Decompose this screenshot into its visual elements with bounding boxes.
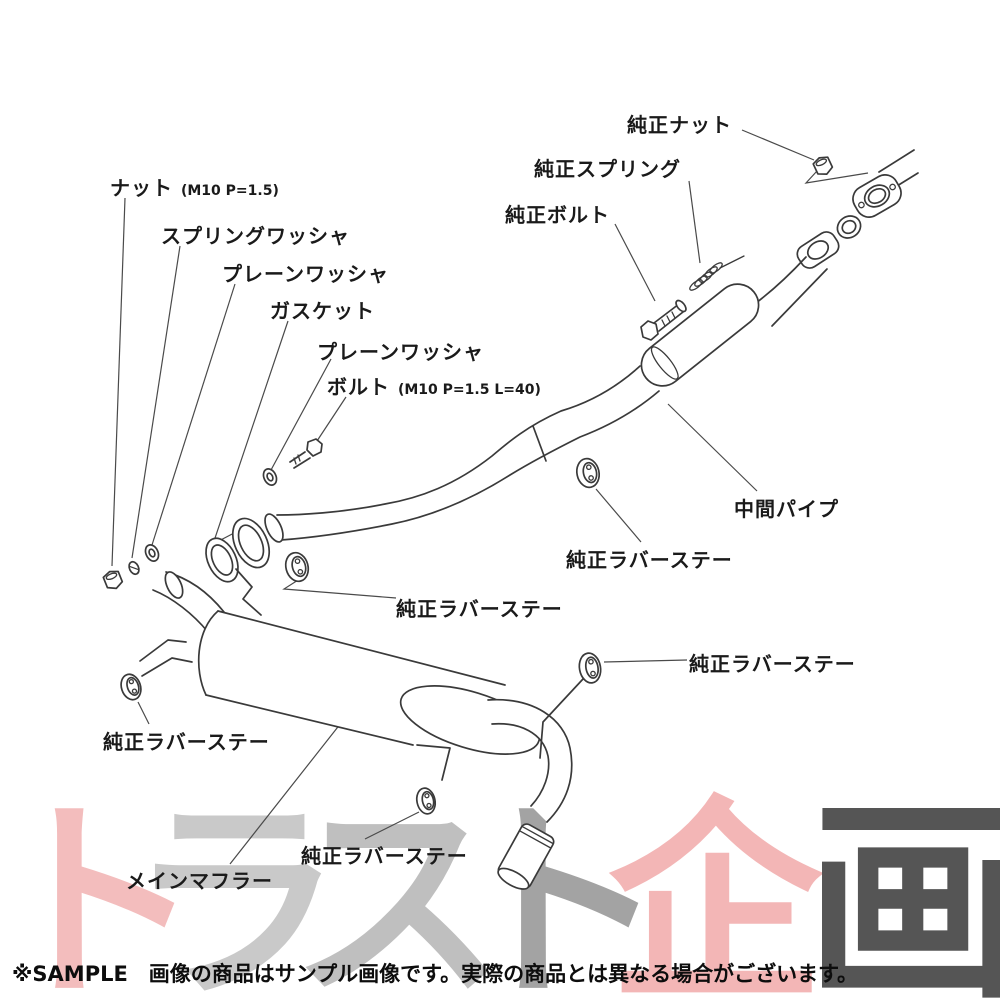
- muffler-end-cap: [399, 685, 541, 755]
- rubber-mount-rear: [578, 652, 602, 684]
- label-rubber-stay-mid: 純正ラバーステー: [566, 548, 733, 572]
- tail-hanger-rod: [539, 678, 584, 759]
- oem-spring-part: [689, 255, 745, 291]
- plain-washer-part-2: [262, 468, 278, 486]
- muffler-tip: [497, 823, 555, 890]
- front-pipe-flange: [852, 174, 902, 218]
- label-bolt-spec: (M10 P=1.5 L=40): [397, 382, 541, 398]
- center-pipe-run: [276, 365, 641, 516]
- inlet-stay-strap: [235, 568, 262, 616]
- nut-part: [102, 570, 124, 590]
- label-rubber-stay-front: 純正ラバーステー: [396, 597, 563, 621]
- label-rubber-stay-left: 純正ラバーステー: [103, 730, 270, 754]
- plain-washer-part: [144, 544, 160, 562]
- front-hanger-rod-2: [141, 657, 193, 677]
- label-main-muffler: メインマフラー: [126, 869, 273, 893]
- label-plain-washer-upper: プレーンワッシャ: [222, 262, 389, 286]
- center-pipe: [264, 256, 828, 543]
- inlet-flange-oval: [205, 537, 239, 583]
- label-nut-spec: (M10 P=1.5): [180, 183, 279, 199]
- sample-disclaimer: ※SAMPLE 画像の商品はサンプル画像です。実際の商品とは異なる場合がございま…: [12, 962, 858, 986]
- oem-bolt-part: [640, 299, 687, 341]
- hanger-rods: [139, 639, 584, 781]
- rubber-mount-mid: [575, 457, 601, 489]
- gasket-oval: [231, 517, 271, 569]
- watermark-char: 画: [806, 778, 1000, 1000]
- watermark-char: 企: [608, 778, 824, 1000]
- label-center-pipe: 中間パイプ: [734, 497, 839, 521]
- front-pipe-joint: [796, 149, 919, 269]
- spring-washer-part: [128, 560, 140, 576]
- oem-nut-part: [812, 156, 834, 176]
- bolt-part: [289, 438, 323, 469]
- oem-gasket-ring: [836, 215, 862, 239]
- label-spring-washer: スプリングワッシャ: [161, 224, 350, 248]
- rubber-mount-front: [284, 551, 310, 583]
- front-hanger-rod-1: [139, 639, 187, 662]
- main-muffler-body: [197, 610, 541, 755]
- label-gasket: ガスケット: [270, 299, 375, 323]
- watermark-char: ト: [0, 778, 203, 1000]
- rear-hanger-rod: [416, 744, 451, 781]
- muffler-inlet: [152, 517, 271, 633]
- rubber-mounts: [120, 457, 602, 815]
- tail-pipe: [487, 698, 573, 890]
- rubber-mount-tail: [415, 787, 437, 815]
- label-oem-nut: 純正ナット: [627, 113, 732, 137]
- pipe-hanger-rod: [532, 425, 547, 462]
- hardware-nut-washers: [102, 438, 323, 590]
- watermark-char: ラ: [128, 778, 343, 1000]
- rubber-mount-left: [120, 673, 142, 701]
- label-bolt: ボルト (M10 P=1.5 L=40): [327, 375, 541, 399]
- watermark-char: ト: [452, 778, 667, 1000]
- watermark-char: ス: [290, 778, 505, 1000]
- front-pipe-stub: [878, 149, 915, 173]
- resonator: [640, 283, 760, 387]
- label-oem-spring: 純正スプリング: [534, 157, 681, 181]
- label-oem-bolt: 純正ボルト: [505, 203, 610, 227]
- label-plain-washer-lower: プレーンワッシャ: [317, 340, 484, 364]
- watermark-trust-kikaku: ト ラ ス ト 企 画: [0, 778, 1000, 1000]
- label-nut: ナット (M10 P=1.5): [110, 176, 279, 200]
- center-pipe-flange: [796, 231, 840, 269]
- label-rubber-stay-rear: 純正ラバーステー: [689, 652, 856, 676]
- label-rubber-stay-tail: 純正ラバーステー: [301, 844, 468, 868]
